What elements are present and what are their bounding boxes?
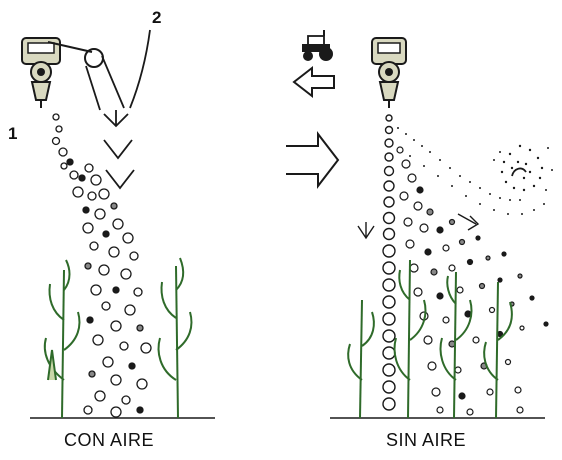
corn-plant-icon	[348, 300, 374, 418]
caption-sin-aire: SIN AIRE	[386, 430, 466, 451]
fan-air-duct-icon	[48, 30, 150, 110]
wind-swirl-icon	[493, 145, 553, 191]
sprayer-nozzle-icon	[372, 38, 406, 108]
direction-arrow-icon	[294, 68, 334, 96]
corn-plant-icon	[159, 258, 192, 418]
sprayer-nozzle-icon	[22, 38, 60, 108]
corn-plant-icon	[484, 282, 512, 418]
air-flow-arrow-icon	[104, 110, 134, 188]
corn-plant-icon	[45, 260, 80, 418]
air-flow-arrow-icon	[286, 134, 338, 186]
spray-droplets-drift	[397, 147, 548, 415]
air-flow-arrow-icon	[358, 214, 478, 238]
corn-plant-icon	[441, 272, 472, 418]
spray-droplets-column	[383, 115, 395, 410]
corn-plant-icon	[395, 260, 426, 418]
callout-marker-2: 2	[152, 8, 161, 28]
right-panel	[294, 30, 553, 418]
left-panel	[22, 30, 215, 418]
swirl-arrow	[512, 169, 526, 176]
callout-marker-1: 1	[8, 124, 17, 144]
tractor-icon	[302, 30, 333, 61]
caption-con-aire: CON AIRE	[64, 430, 154, 451]
